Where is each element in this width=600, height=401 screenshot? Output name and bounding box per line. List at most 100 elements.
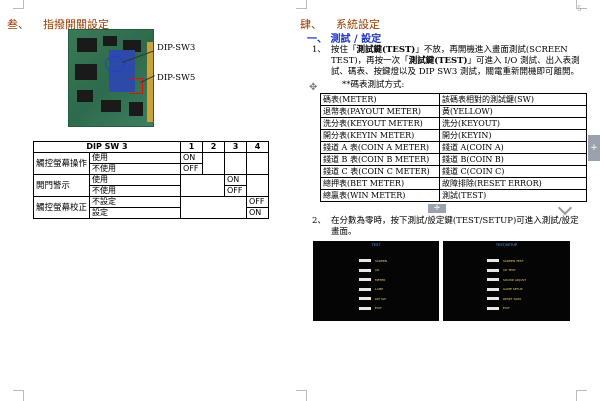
move-handle-icon[interactable]: ✥ [309, 82, 318, 93]
table-header-row: DIP SW 3 1 2 3 4 [33, 141, 269, 153]
meter-test-table: 碼表(METER)該碼表相對的測試鍵(SW)退幣表(PAYOUT METER)黃… [320, 93, 587, 202]
text-run: 」不放，再開機進入畫面測試(SCREEN [415, 45, 568, 55]
value-cell [246, 174, 269, 197]
table-caption: **碼表測試方式: [342, 80, 405, 90]
meter-cell: 總贏表(WIN METER) [320, 189, 440, 202]
value-cell [246, 152, 269, 175]
menu-box [487, 278, 499, 281]
header-cell: 1 [180, 141, 203, 153]
callout-dip-sw3: DIP-SW3 [157, 43, 196, 53]
meter-cell: 錢道 A 表(COIN A METER) [320, 141, 440, 154]
table-resize-handle[interactable]: + [588, 135, 600, 161]
menu-label: RESET DATA [503, 296, 522, 301]
menu-label: I/O [375, 268, 380, 272]
switch-cell: 錢道 C(COIN C) [439, 165, 587, 178]
option-cell: 設定 [89, 207, 181, 219]
item2-paragraph: 在分數為零時，按下測試/設定鍵(TEST/SETUP)可進入測試/設定 畫面。 [331, 216, 581, 238]
crop-mark [13, 390, 24, 401]
para-line: TEST)，再按一次「測試鍵(TEST)」可進入 I/O 測試、出入表測 [331, 56, 581, 67]
table-row: 總押表(BET METER)故障排除(RESET ERROR) [320, 177, 587, 190]
option-cell: 不使用 [89, 163, 181, 175]
switch-cell: 錢道 A(COIN A) [439, 141, 587, 154]
table-row: 開門警示 使用 ON [32, 174, 269, 197]
menu-box [487, 287, 499, 291]
text-run: 試、碼表、按鍵燈以及 DIP SW3 測試，關電重新開機即可離開。 [331, 67, 579, 77]
crop-mark [576, 390, 587, 401]
table-row: 總贏表(WIN METER)測試(TEST) [320, 189, 587, 202]
switch-cell: 黃(YELLOW) [439, 105, 587, 118]
text-run: TEST)，再按一次「 [331, 56, 409, 66]
switch-cell: 測試(TEST) [439, 189, 587, 202]
value-cell: ON [246, 207, 269, 219]
crop-mark [296, 390, 307, 401]
table-row: 洗分表(KEYOUT METER)洗分(KEYOUT) [320, 117, 587, 130]
menu-box [487, 306, 499, 310]
menu-box [359, 268, 371, 272]
resize-corner-icon[interactable] [557, 200, 573, 216]
menu-label: I/O TEST [503, 268, 516, 272]
table-row: 退幣表(PAYOUT METER)黃(YELLOW) [320, 105, 587, 118]
para-line: 試、碼表、按鍵燈以及 DIP SW3 測試，關電重新開機即可離開。 [331, 67, 581, 78]
meter-cell: 洗分表(KEYOUT METER) [320, 117, 440, 130]
value-cell [180, 174, 225, 197]
table-row: 不使用 OFF [34, 163, 269, 175]
table-row: 碼表(METER)該碼表相對的測試鍵(SW) [320, 93, 587, 106]
meter-cell: 碼表(METER) [320, 93, 440, 106]
circuit-board-photo [68, 29, 154, 127]
group-label: 觸控螢幕操作 [32, 152, 91, 175]
table-row: 觸控螢幕校正 不設定 OFF [32, 196, 269, 219]
dip-sw3-highlight [105, 56, 125, 72]
board-chip [77, 38, 97, 52]
table-row: 開分表(KEYIN METER)開分(KEYIN) [320, 129, 587, 142]
section-heading: 叁、指撥開關設定 [7, 16, 109, 32]
value-cell: OFF [224, 185, 247, 197]
menu-box [359, 278, 371, 281]
table-add-row-handle[interactable]: + [428, 204, 446, 213]
switch-cell: 洗分(KEYOUT) [439, 117, 587, 130]
switch-cell: 開分(KEYIN) [439, 129, 587, 142]
table-row: 錢道 B 表(COIN B METER)錢道 B(COIN B) [320, 153, 587, 166]
header-cell: 2 [202, 141, 225, 153]
para-line: 在分數為零時，按下測試/設定鍵(TEST/SETUP)可進入測試/設定 [331, 216, 579, 226]
value-cell: OFF [180, 163, 203, 175]
edge-connector [147, 42, 153, 122]
menu-box [487, 268, 499, 272]
header-cell: DIP SW 3 [33, 141, 181, 153]
board-chip [77, 90, 93, 102]
key-name: 測試鍵(TEST) [356, 45, 416, 55]
board-chip [123, 40, 141, 52]
meter-cell: 總押表(BET METER) [320, 177, 440, 190]
item-number: 2、 [312, 216, 326, 226]
switch-cell: 該碼表相對的測試鍵(SW) [439, 93, 587, 106]
value-cell: OFF [246, 196, 269, 208]
menu-label: SOUND ADJUST [503, 277, 527, 282]
item1-paragraph: 按住「測試鍵(TEST)」不放，再開機進入畫面測試(SCREEN TEST)，再… [331, 45, 581, 78]
value-cell: ON [180, 152, 203, 164]
menu-box [359, 297, 371, 300]
table-row: 錢道 C 表(COIN C METER)錢道 C(COIN C) [320, 165, 587, 178]
crop-mark [576, 0, 587, 9]
meter-cell: 錢道 B 表(COIN B METER) [320, 153, 440, 166]
header-cell: 3 [224, 141, 247, 153]
crop-mark [13, 0, 24, 9]
board-chip [129, 102, 143, 116]
table-row: 錢道 A 表(COIN A METER)錢道 A(COIN A) [320, 141, 587, 154]
menu-label: SCREEN [375, 258, 388, 263]
table-row: 設定 ON [34, 207, 269, 219]
subsection-heading: 一、 測試 / 設定 [307, 34, 382, 45]
callout-dip-sw5: DIP-SW5 [157, 73, 196, 83]
board-chip [101, 100, 121, 112]
group-label: 開門警示 [32, 174, 91, 197]
section-title: 指撥開關設定 [43, 18, 109, 31]
section-heading: 肆、系統設定 [300, 16, 380, 32]
option-cell: 使用 [89, 174, 181, 186]
screen-title: TEST/SETUP [495, 243, 518, 247]
menu-label: EXIT [375, 306, 382, 310]
menu-label: EXIT [503, 306, 510, 310]
meter-cell: 開分表(KEYIN METER) [320, 129, 440, 142]
menu-box [359, 287, 371, 291]
menu-label: GAME SETUP [503, 287, 523, 291]
para-line: 按住「測試鍵(TEST)」不放，再開機進入畫面測試(SCREEN [331, 45, 581, 56]
